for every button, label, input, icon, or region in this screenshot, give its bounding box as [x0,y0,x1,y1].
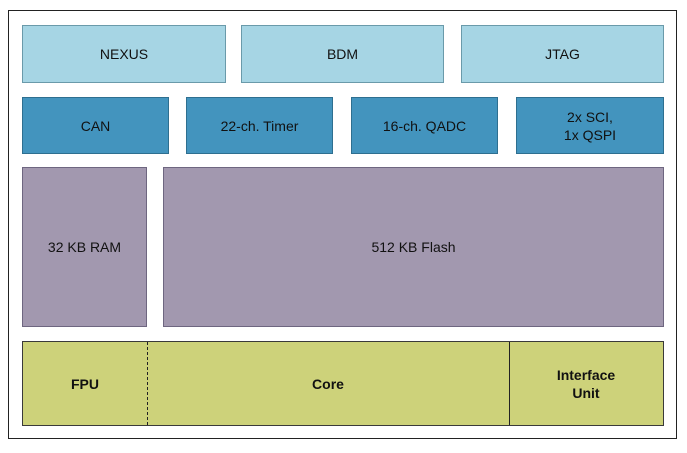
bdm-block: BDM [241,25,444,83]
ram-label: 32 KB RAM [47,239,122,255]
jtag-block: JTAG [461,25,664,83]
qadc-label: 16-ch. QADC [382,117,467,134]
interface-unit-label: Interface Unit [556,366,616,401]
qadc-block: 16-ch. QADC [351,97,498,154]
core-cell: Core [147,342,509,425]
nexus-block: NEXUS [22,25,226,83]
jtag-label: JTAG [545,46,580,62]
core-bar: FPU Core Interface Unit [22,341,664,426]
sci-qspi-block: 2x SCI, 1x QSPI [516,97,664,154]
can-block: CAN [22,97,169,154]
sci-qspi-label: 2x SCI, 1x QSPI [563,108,617,143]
nexus-label: NEXUS [99,46,149,62]
can-label: CAN [80,117,111,134]
ram-block: 32 KB RAM [22,167,147,327]
interface-unit-cell: Interface Unit [509,342,663,425]
fpu-dashed-divider [147,342,148,425]
timer-label: 22-ch. Timer [220,117,299,134]
fpu-label: FPU [71,375,99,392]
timer-block: 22-ch. Timer [186,97,333,154]
bdm-label: BDM [326,46,359,62]
flash-block: 512 KB Flash [163,167,664,327]
fpu-cell: FPU [23,342,147,425]
core-label: Core [312,375,344,392]
interface-divider [509,342,510,425]
flash-label: 512 KB Flash [371,239,456,255]
